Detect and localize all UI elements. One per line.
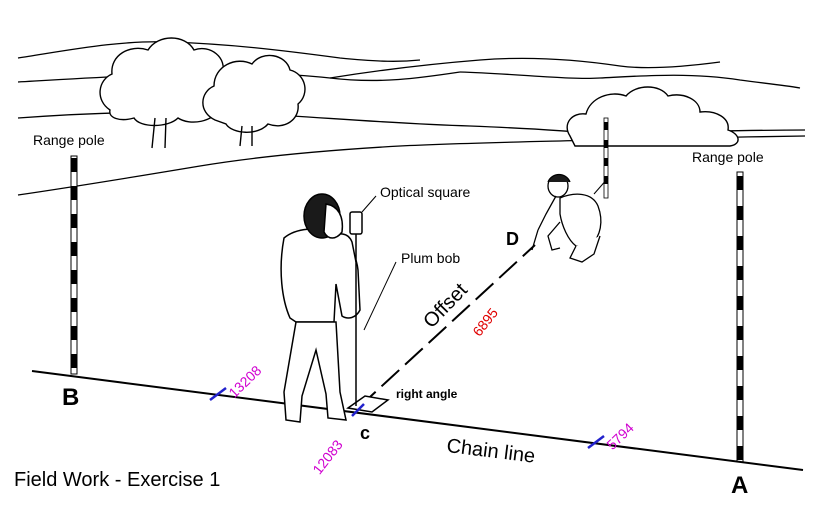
tick-13208	[209, 387, 227, 401]
surveyor-standing	[280, 193, 363, 423]
range-pole-left	[70, 155, 78, 375]
point-b-label: B	[62, 384, 80, 411]
right-angle-marker	[346, 395, 390, 413]
range-pole-left-label: Range pole	[33, 132, 105, 148]
chain-line	[31, 370, 804, 471]
range-pole-far	[603, 117, 609, 199]
point-d-label: D	[506, 229, 519, 249]
exercise-title: Field Work - Exercise 1	[14, 469, 221, 491]
range-pole-right-label: Range pole	[692, 149, 764, 165]
tick-12083	[351, 403, 365, 417]
plum-bob-label: Plum bob	[401, 250, 461, 266]
optical-square-label: Optical square	[380, 184, 471, 200]
point-c-label: c	[360, 423, 371, 443]
tick-5794	[587, 435, 605, 449]
plum-bob-pointer	[363, 261, 397, 331]
optical-square-pointer	[361, 195, 377, 213]
offset-line	[357, 244, 536, 409]
far-pole-pointer	[593, 177, 609, 195]
point-a-label: A	[731, 472, 749, 499]
right-angle-label: right angle	[396, 387, 458, 401]
tree-right	[566, 86, 739, 147]
surveyor-crouching	[531, 173, 602, 263]
range-pole-right	[736, 171, 744, 463]
tree-middle	[202, 54, 306, 147]
